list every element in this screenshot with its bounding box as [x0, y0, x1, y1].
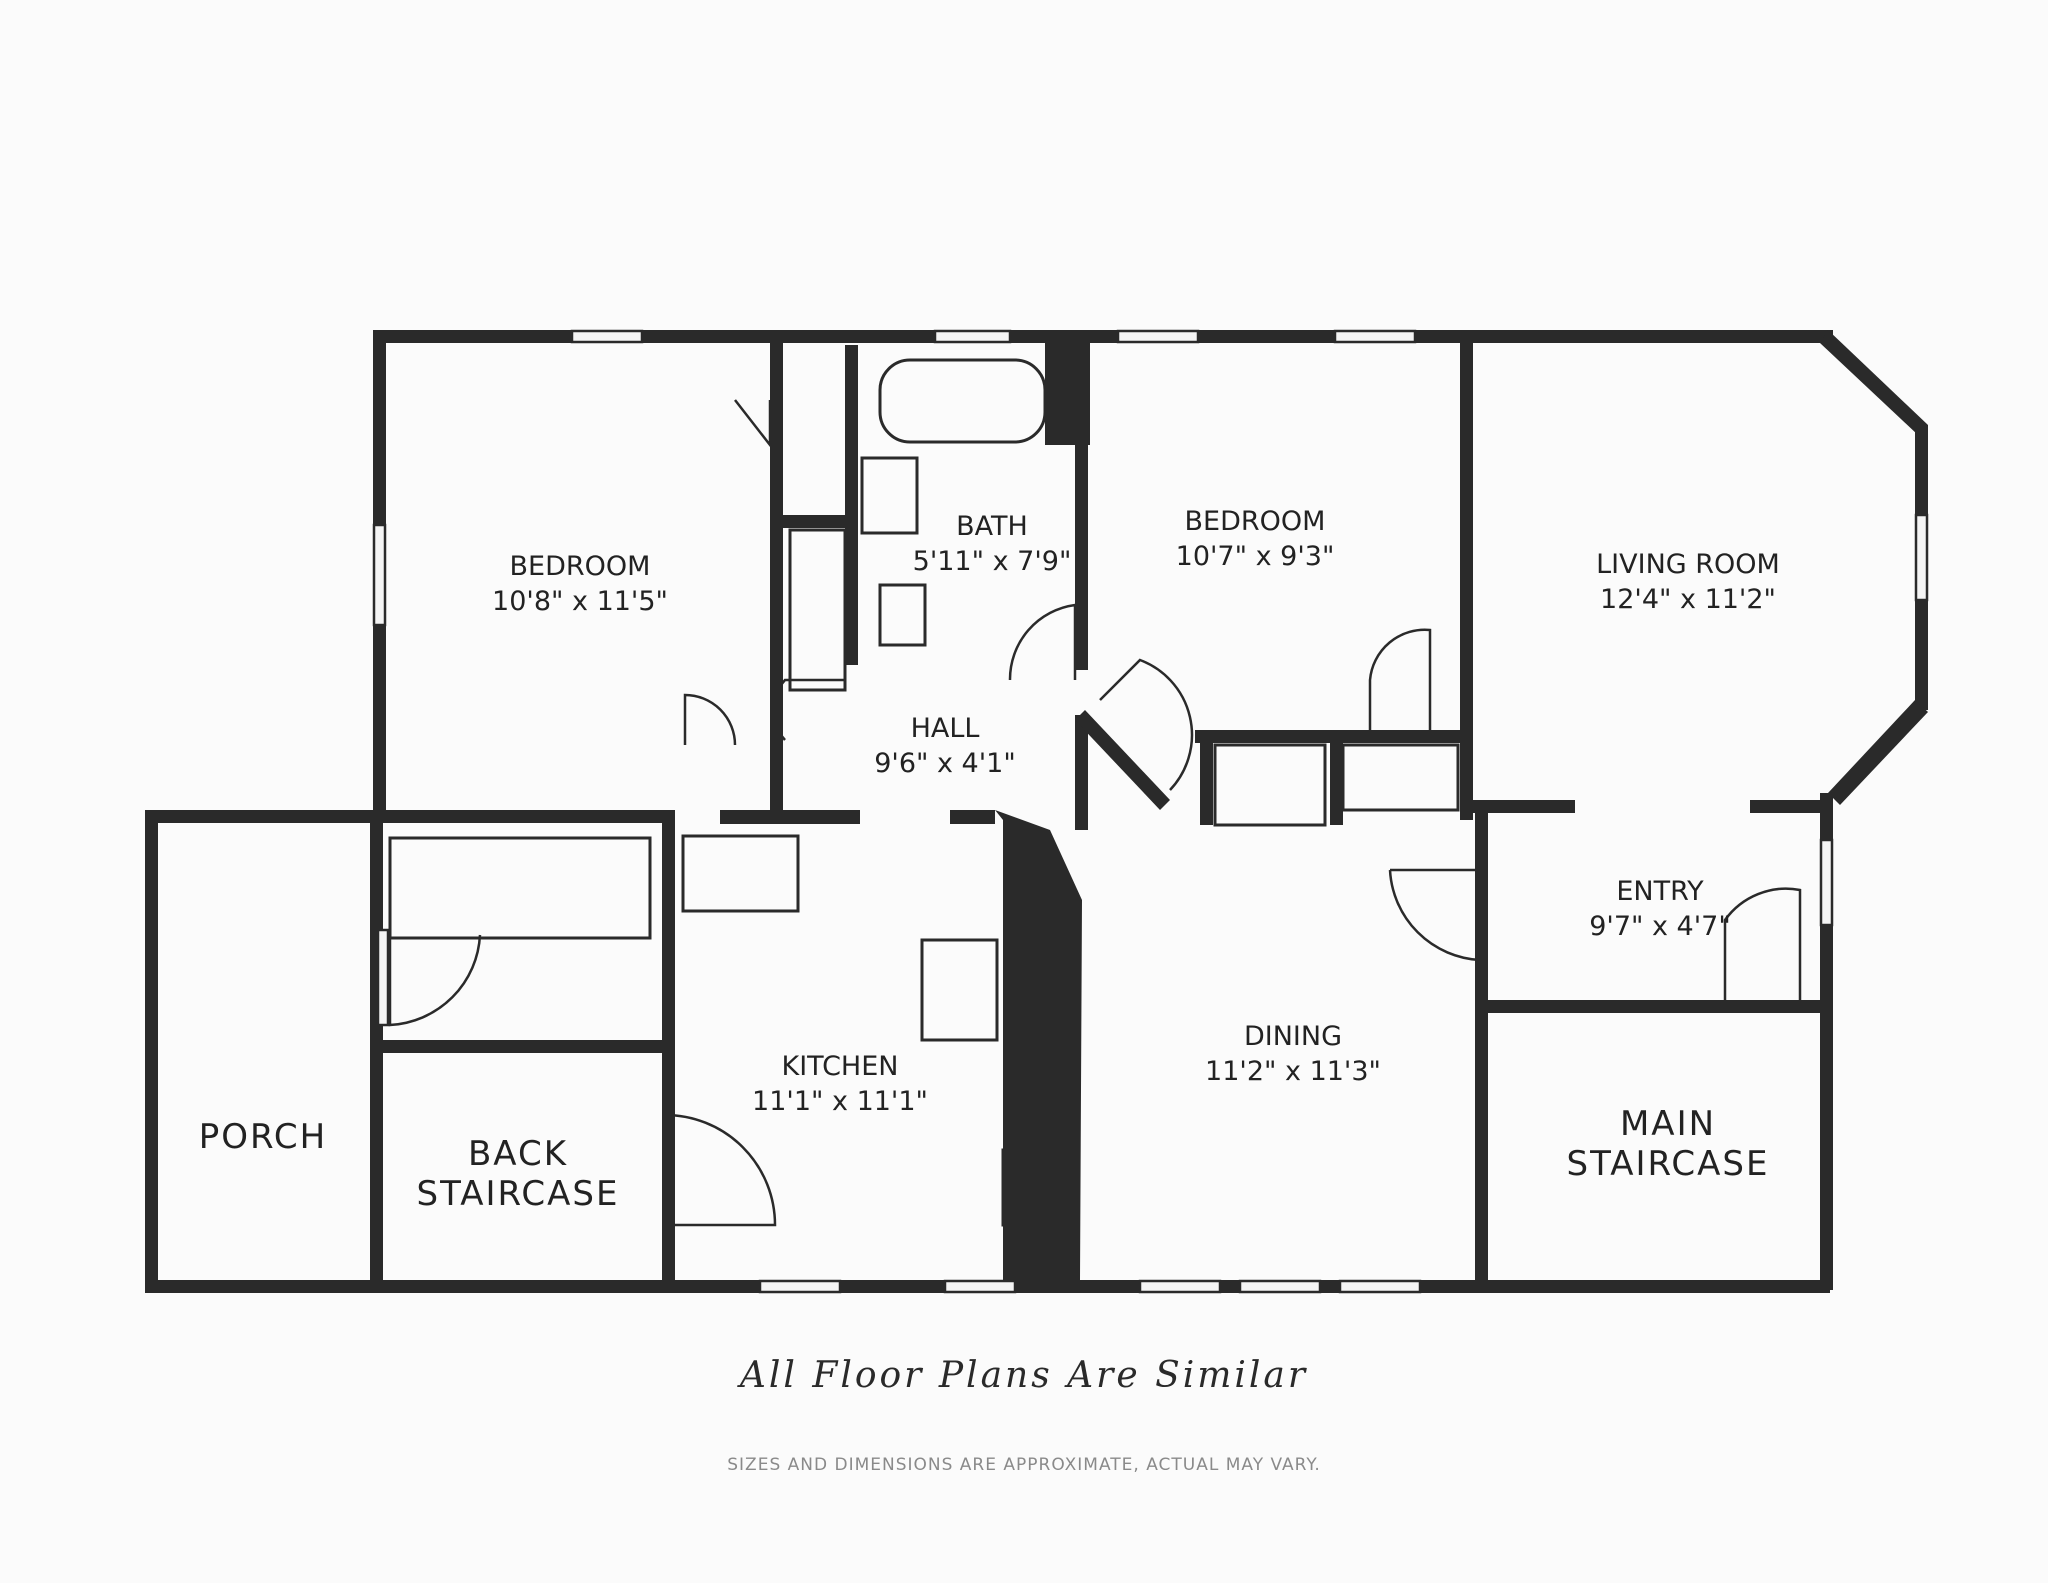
- living-room-name: LIVING ROOM: [1596, 549, 1780, 580]
- porch-name: PORCH: [199, 1117, 328, 1157]
- bedroom-center-name: BEDROOM: [1185, 506, 1326, 537]
- kitchen-size: 11'1" x 11'1": [752, 1086, 928, 1117]
- living-room-size: 12'4" x 11'2": [1600, 584, 1776, 615]
- entry-name: ENTRY: [1616, 876, 1704, 907]
- main-staircase-line1: MAIN: [1620, 1104, 1716, 1144]
- entry-size: 9'7" x 4'7": [1589, 911, 1731, 942]
- bedroom-left-size: 10'8" x 11'5": [492, 586, 668, 617]
- interior-walls: [370, 330, 1830, 1293]
- bath-name: BATH: [956, 511, 1028, 542]
- hall-size: 9'6" x 4'1": [874, 748, 1016, 779]
- bedroom-left-name: BEDROOM: [510, 551, 651, 582]
- stove: [920, 938, 999, 1042]
- bedroom-center-size: 10'7" x 9'3": [1176, 541, 1335, 572]
- handwritten-note: All Floor Plans Are Similar: [739, 1355, 1309, 1396]
- bath-sink: [860, 456, 919, 535]
- doors: [388, 399, 1802, 1227]
- windows: [372, 329, 1929, 1294]
- disclaimer-text: SIZES AND DIMENSIONS ARE APPROXIMATE, AC…: [727, 1455, 1321, 1475]
- toilet: [878, 583, 927, 647]
- dining-size: 11'2" x 11'3": [1205, 1056, 1381, 1087]
- kitchen-counter-top: [681, 834, 800, 913]
- main-staircase-line2: STAIRCASE: [1567, 1144, 1770, 1184]
- room-labels: BEDROOM 10'8" x 11'5" BATH 5'11" x 7'9" …: [199, 506, 1780, 1214]
- bath-size: 5'11" x 7'9": [913, 546, 1072, 577]
- kitchen-sink: [1001, 1148, 1065, 1227]
- fixtures: [388, 358, 1460, 1227]
- bathtub: [878, 358, 1047, 444]
- hall-name: HALL: [911, 713, 980, 744]
- dining-name: DINING: [1244, 1021, 1342, 1052]
- back-staircase-line2: STAIRCASE: [417, 1174, 620, 1214]
- kitchen-name: KITCHEN: [782, 1051, 899, 1082]
- back-staircase-line1: BACK: [468, 1134, 568, 1174]
